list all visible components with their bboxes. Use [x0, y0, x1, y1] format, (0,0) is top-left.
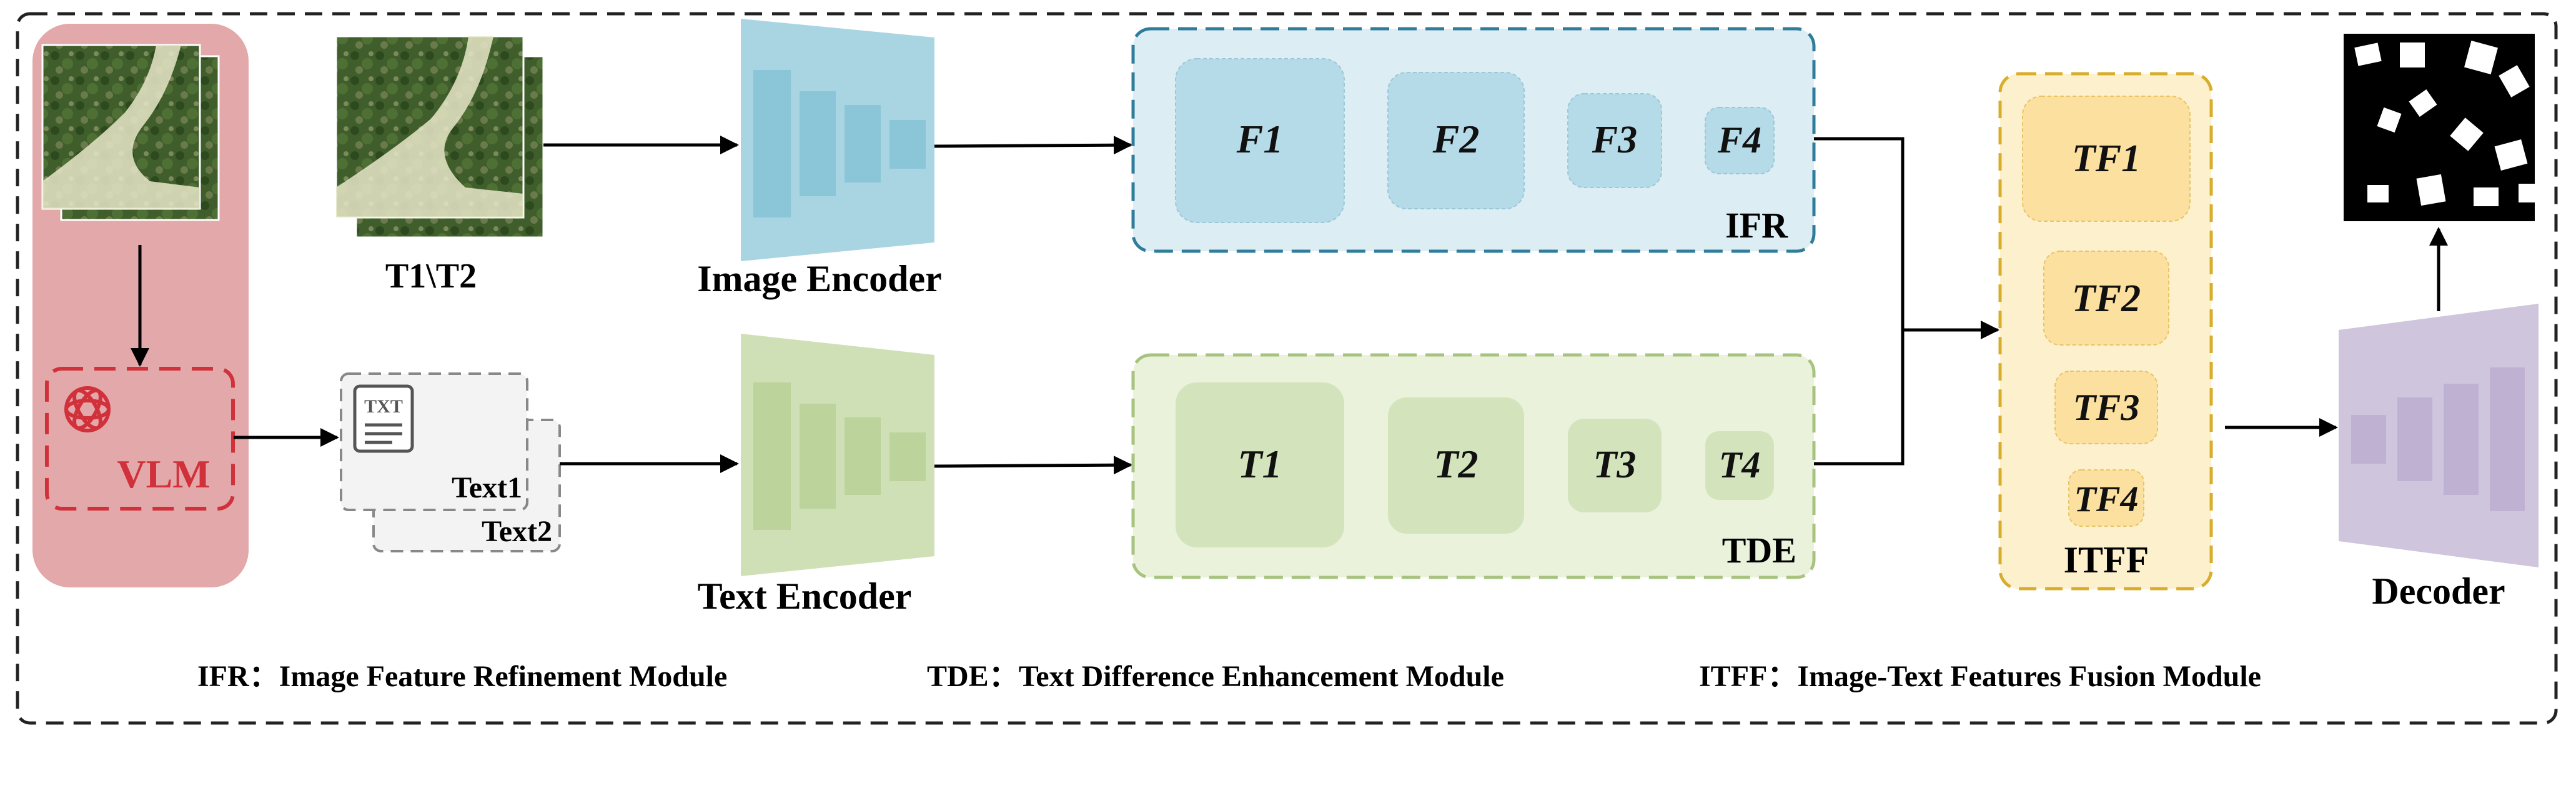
- change-map-output: [2344, 34, 2535, 221]
- ifr-f4-label: F4: [1717, 119, 1761, 161]
- ifr-f3-label: F3: [1592, 119, 1637, 161]
- itff-feature-tf4: [2068, 469, 2144, 527]
- tde-label: TDE: [1722, 530, 1796, 571]
- legend-itff: ITFF：Image-Text Features Fusion Module: [1699, 660, 2261, 693]
- itff-tf1-label: TF1: [2072, 137, 2141, 180]
- tde-t2-label: T2: [1434, 442, 1478, 486]
- ifr-f1-label: F1: [1236, 117, 1284, 161]
- tde-feature-t2: [1388, 397, 1524, 534]
- tde-feature-t3: [1568, 419, 1662, 512]
- image-encoder-label: Image Encoder: [697, 258, 942, 299]
- itff-feature-tf2: [2043, 251, 2169, 346]
- vlm-label: VLM: [117, 452, 210, 496]
- tde-feature-t1: [1176, 382, 1344, 547]
- ifr-feature-f4: [1705, 107, 1775, 174]
- legend-tde: TDE：Text Difference Enhancement Module: [927, 660, 1504, 693]
- itff-feature-tf3: [2054, 371, 2158, 444]
- image-pair-label: T1\T2: [385, 257, 477, 296]
- ifr-label: IFR: [1725, 205, 1788, 246]
- itff-label: ITFF: [2064, 539, 2149, 581]
- ifr-to-itff-connector: [1814, 137, 1905, 466]
- satellite-image-stack-vlm: [41, 44, 220, 221]
- svg-text:TXT: TXT: [364, 396, 403, 417]
- satellite-image-stack-t1t2: [335, 35, 545, 239]
- text1-label: Text1: [452, 471, 522, 504]
- txt-document-icon: TXT: [353, 384, 414, 453]
- ifr-f2-label: F2: [1432, 117, 1480, 161]
- outer-frame: [16, 12, 2558, 725]
- tde-t4-label: T4: [1719, 444, 1761, 486]
- tde-feature-t4: [1705, 431, 1774, 500]
- tde-t3-label: T3: [1593, 444, 1637, 486]
- text2-label: Text2: [482, 515, 552, 548]
- itff-tf2-label: TF2: [2072, 277, 2141, 320]
- ifr-feature-f3: [1567, 93, 1662, 188]
- legend-ifr: IFR：Image Feature Refinement Module: [197, 660, 727, 693]
- itff-tf3-label: TF3: [2073, 387, 2140, 428]
- openai-logo-icon: [64, 386, 111, 432]
- decoder-label: Decoder: [2372, 571, 2505, 612]
- decoder-shape: [2339, 304, 2539, 567]
- ifr-feature-f2: [1387, 72, 1525, 209]
- itff-feature-tf1: [2022, 96, 2191, 222]
- itff-tf4-label: TF4: [2074, 479, 2138, 519]
- ifr-feature-f1: [1175, 58, 1345, 223]
- text-encoder-label: Text Encoder: [698, 576, 912, 617]
- vlm-box: [45, 367, 235, 511]
- tde-t1-label: T1: [1237, 442, 1282, 486]
